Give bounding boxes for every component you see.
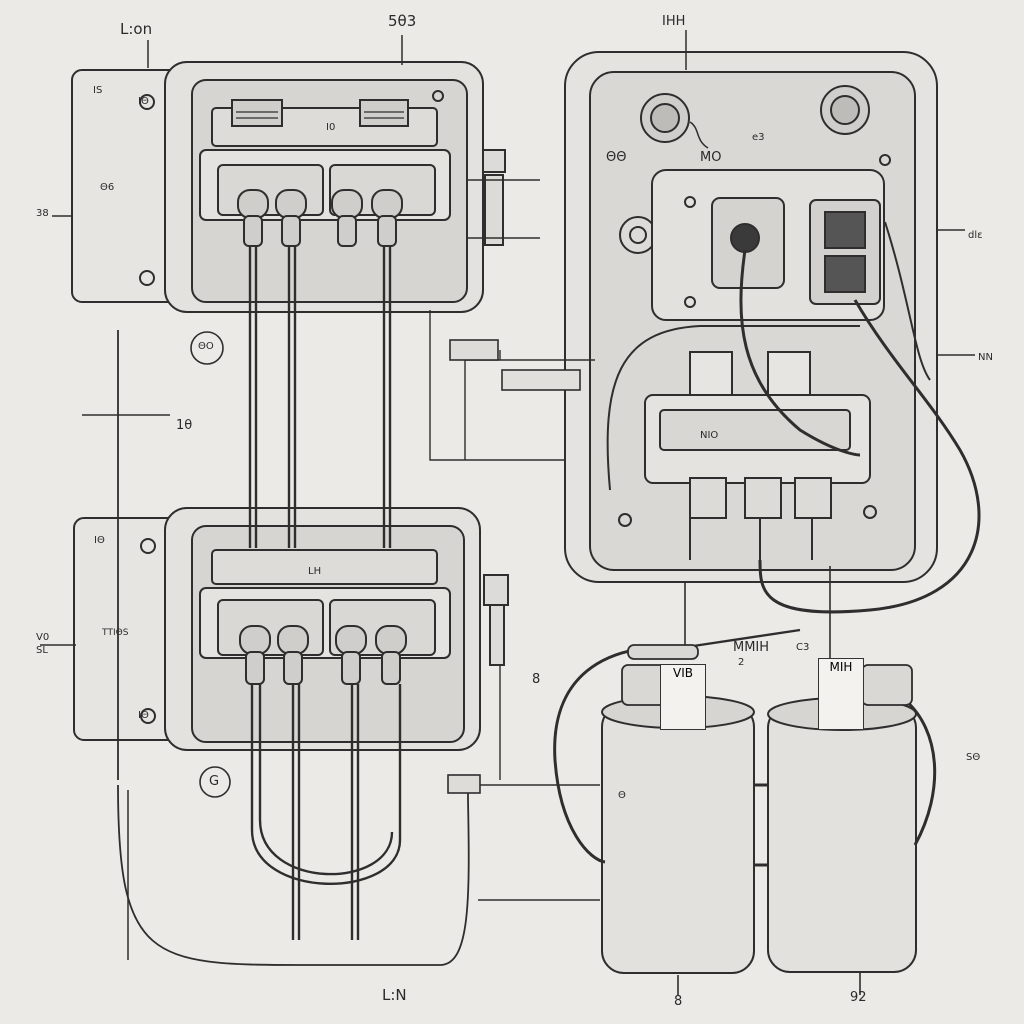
label-top-right: ΙΗΗ: [662, 14, 686, 29]
label-middle-8: 8: [532, 672, 541, 687]
upper-junction-box: [71, 61, 506, 313]
label-bottom-center: L:N: [382, 986, 407, 1004]
label-cap-left-body: Θ: [618, 790, 626, 801]
label-right-edge-upper: dlε: [968, 230, 983, 241]
label-top-left: L:on: [120, 20, 153, 38]
label-lower-tab-bottom: IΘ: [138, 710, 149, 721]
label-bottom-cap-right: 92: [850, 990, 867, 1005]
label-right-box-inner: ΝΙΟ: [700, 430, 719, 441]
label-lower-side-mark: ΤΤΙΘS: [102, 628, 129, 638]
label-cap-2: 2: [738, 657, 745, 668]
label-circle-lower: G: [209, 774, 220, 789]
label-left-lower: V0: [36, 632, 50, 643]
label-left-upper: 38: [36, 208, 49, 219]
label-bottom-cap-left: 8: [674, 994, 683, 1009]
label-upper-side-mark: Θ6: [100, 182, 115, 193]
label-cap-mmih: ΜΜΙΗ: [733, 640, 770, 655]
label-upper-box-center: Ι0: [326, 122, 336, 133]
label-left-lower-2: SL: [36, 645, 48, 656]
label-right-box-mo: ΜΟ: [700, 150, 722, 165]
capacitor-pair: [601, 695, 917, 974]
label-cap-c3: C3: [796, 642, 810, 653]
capacitor-left-sticker: VΙΒ: [660, 664, 706, 730]
label-mid-left: 1θ: [176, 418, 193, 433]
label-top-center: 5θ3: [388, 12, 417, 30]
label-upper-tab-bottom: IΘ: [138, 96, 149, 107]
callout-circle-upper: [190, 331, 224, 365]
label-lower-box-center: LΗ: [308, 566, 322, 577]
label-circle-upper: ΘO: [198, 341, 214, 352]
right-control-panel: [564, 51, 938, 583]
label-right-edge-mid: ΝΝ: [978, 352, 993, 363]
callout-circle-lower: [199, 766, 231, 798]
label-right-far: SΘ: [966, 752, 981, 763]
label-right-box-o0: ΘΘ: [606, 150, 627, 165]
capacitor-right-sticker: ΜΙΗ: [818, 658, 864, 730]
label-lower-tab-top: ΙΘ: [94, 535, 105, 546]
label-right-box-e3: e3: [752, 132, 765, 143]
wiring-harness: [40, 30, 981, 995]
label-upper-tab-top: ΙS: [93, 85, 103, 96]
